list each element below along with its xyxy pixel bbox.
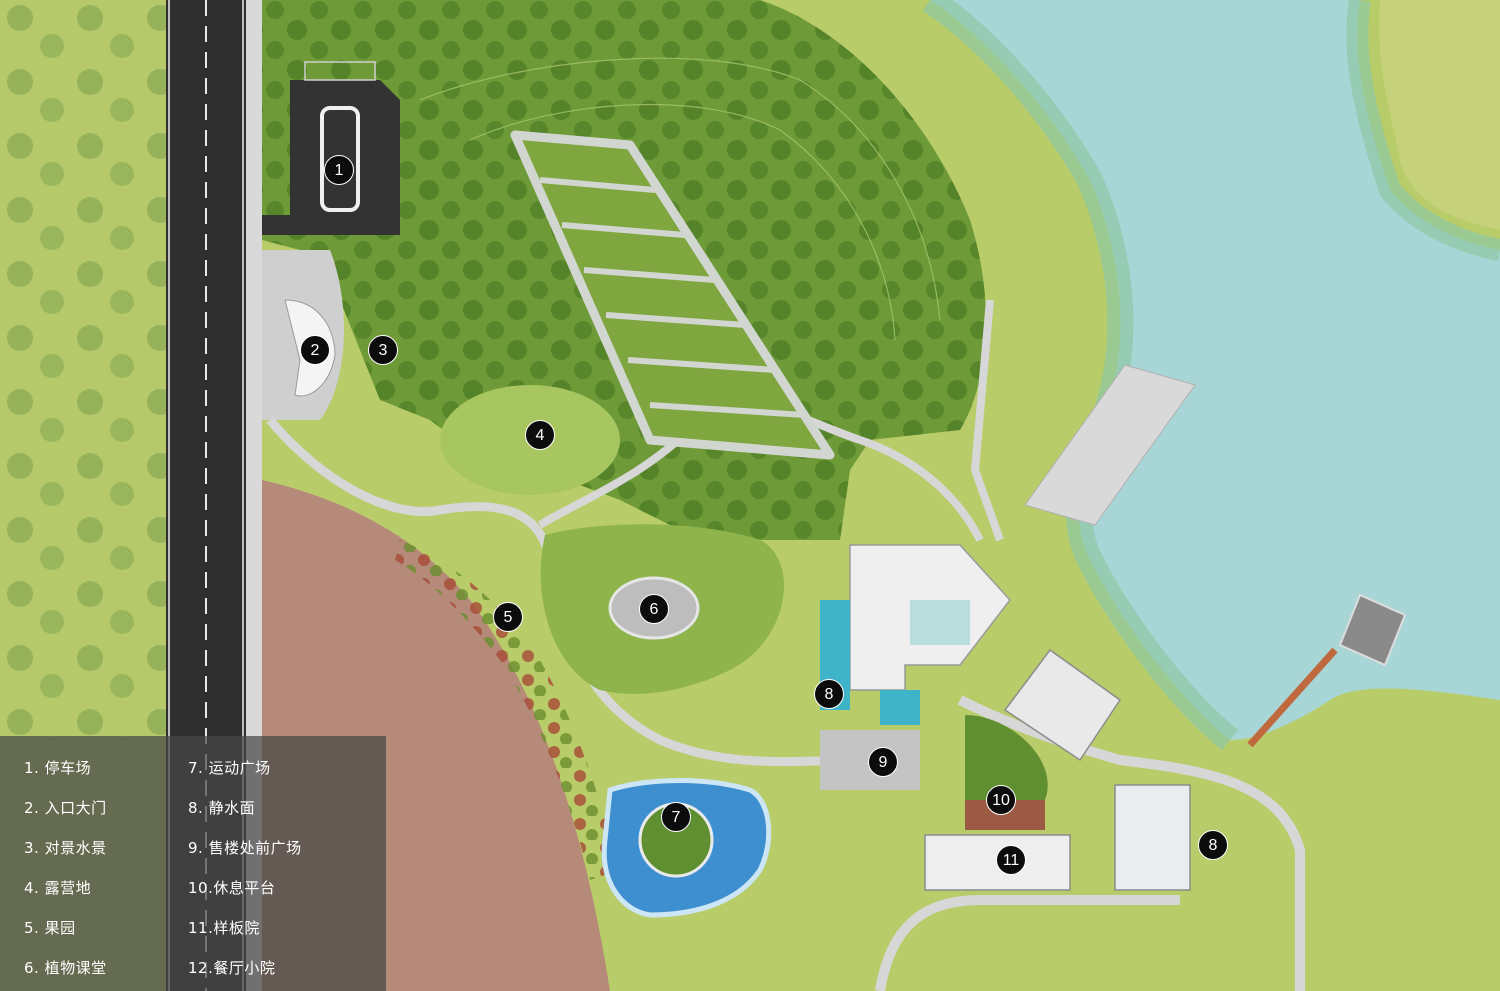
- east-island: [1379, 0, 1500, 230]
- lake: [930, 0, 1500, 740]
- park-path: [875, 895, 1180, 991]
- still-water-pool: [880, 690, 920, 725]
- legend-item: 3. 对景水景: [24, 839, 107, 857]
- map-marker-entrance-gate[interactable]: 2: [300, 335, 330, 365]
- restaurant-courtyard: [1114, 784, 1191, 891]
- legend-item: 9. 售楼处前广场: [188, 839, 302, 857]
- pier-platform: [1338, 593, 1407, 667]
- map-marker-rest-platform[interactable]: 10: [986, 785, 1016, 815]
- sales-building-court: [910, 600, 970, 645]
- park-path: [957, 695, 1305, 991]
- park-path: [970, 299, 1004, 542]
- orchard-row: [539, 177, 656, 193]
- map-marker-campground[interactable]: 4: [525, 420, 555, 450]
- legend-item: 4. 露营地: [24, 879, 92, 897]
- map-marker-orchard[interactable]: 5: [493, 602, 523, 632]
- legend-item: 2. 入口大门: [24, 799, 107, 817]
- orchard-trees: [395, 540, 620, 880]
- parking-stalls: [304, 61, 376, 81]
- map-marker-parking[interactable]: 1: [324, 155, 354, 185]
- legend-item: 7. 运动广场: [188, 759, 271, 777]
- orchard-row: [561, 222, 686, 238]
- lake-shore-band: [1346, 0, 1500, 261]
- orchard-row: [627, 357, 776, 373]
- legend-item: 8. 静水面: [188, 799, 256, 817]
- orchard-grid: [510, 130, 835, 460]
- legend-item: 10.休息平台: [188, 879, 276, 897]
- map-marker-still-water[interactable]: 8: [814, 679, 844, 709]
- lake-deck: [1024, 364, 1196, 526]
- map-marker-model-courtyard[interactable]: 11: [996, 845, 1026, 875]
- map-marker-still-water-east[interactable]: 8: [1198, 830, 1228, 860]
- boardwalk: [1247, 647, 1338, 748]
- map-marker-sports-plaza[interactable]: 7: [661, 802, 691, 832]
- legend-item: 1. 停车场: [24, 759, 92, 777]
- map-marker-view-waterscape[interactable]: 3: [368, 335, 398, 365]
- legend-item: 5. 果园: [24, 919, 76, 937]
- hill-contour: [469, 103, 896, 341]
- legend-item: 11.样板院: [188, 919, 260, 937]
- legend-item: 12.餐厅小院: [188, 959, 276, 977]
- map-marker-sales-plaza[interactable]: 9: [868, 747, 898, 777]
- legend-item: 6. 植物课堂: [24, 959, 107, 977]
- hill-contour: [419, 57, 941, 321]
- west-trees: [0, 0, 166, 740]
- rest-platform-lawn: [965, 715, 1048, 800]
- orchard-row: [605, 312, 746, 328]
- orchard-row: [649, 402, 806, 418]
- orchard-row: [583, 267, 716, 283]
- gym-building: [1003, 648, 1122, 762]
- map-marker-plant-classroom[interactable]: 6: [639, 594, 669, 624]
- legend-panel: 1. 停车场 2. 入口大门 3. 对景水景 4. 露营地 5. 果园 6. 植…: [0, 736, 386, 991]
- parking-island: [320, 106, 360, 212]
